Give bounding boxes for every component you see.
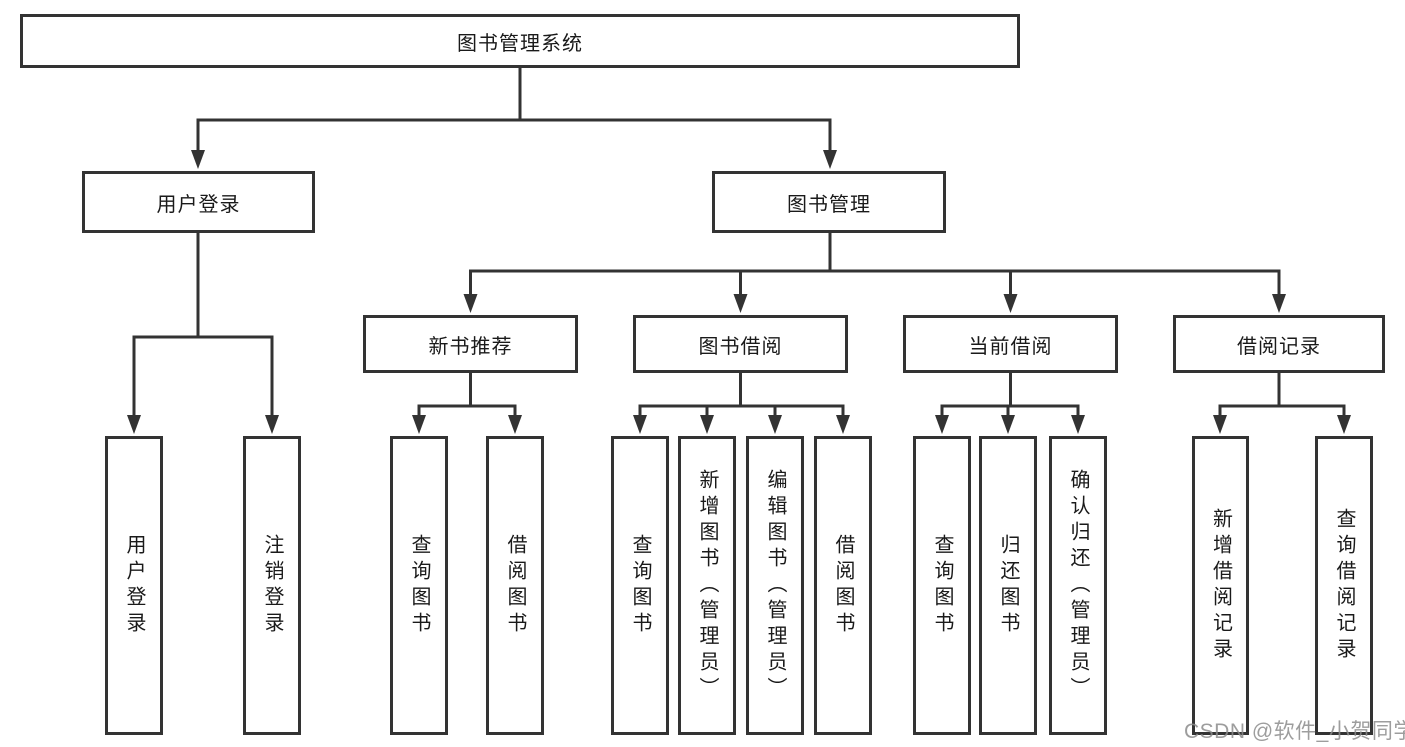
connector-user-login-to-leaves (127, 230, 279, 434)
node-current-borrow: 当前借阅 (903, 315, 1118, 373)
node-leaf-return-book: 归还图书 (979, 436, 1037, 735)
connector-book-borrow-to-leaves (633, 371, 850, 434)
node-new-book-recommend: 新书推荐 (363, 315, 578, 373)
node-leaf-logout: 注销登录 (243, 436, 301, 735)
node-root-book-management-system: 图书管理系统 (20, 14, 1020, 68)
arrowhead-icon (127, 415, 141, 434)
arrowhead-icon (1001, 415, 1015, 434)
connector-borrow-records-to-leaves (1213, 371, 1351, 434)
node-leaf-borrow-books: 借阅图书 (814, 436, 872, 735)
connector-current-borrow-to-leaves (935, 371, 1085, 434)
arrowhead-icon (1272, 294, 1286, 313)
node-leaf-query-borrow-record: 查询借阅记录 (1315, 436, 1373, 735)
node-leaf-user-login: 用户登录 (105, 436, 163, 735)
node-book-management: 图书管理 (712, 171, 946, 233)
node-leaf-edit-book-admin: 编辑图书（管理员） (746, 436, 804, 735)
node-leaf-query-books-current: 查询图书 (913, 436, 971, 735)
node-leaf-confirm-return-admin: 确认归还（管理员） (1049, 436, 1107, 735)
connector-root-to-level2 (191, 66, 837, 169)
node-leaf-add-book-admin: 新增图书（管理员） (678, 436, 736, 735)
node-leaf-borrow-books-recommend: 借阅图书 (486, 436, 544, 735)
arrowhead-icon (836, 415, 850, 434)
arrowhead-icon (823, 150, 837, 169)
arrowhead-icon (463, 294, 478, 313)
connector-new-book-recommend-to-leaves (412, 371, 522, 434)
connector-book-management-to-level3 (463, 230, 1286, 313)
arrowhead-icon (733, 294, 748, 313)
arrowhead-icon (191, 150, 205, 169)
node-book-borrow: 图书借阅 (633, 315, 848, 373)
arrowhead-icon (412, 415, 426, 434)
arrowhead-icon (1071, 415, 1085, 434)
arrowhead-icon (1003, 294, 1018, 313)
arrowhead-icon (633, 415, 647, 434)
node-borrow-records: 借阅记录 (1173, 315, 1385, 373)
arrowhead-icon (265, 415, 279, 434)
arrowhead-icon (508, 415, 522, 434)
arrowhead-icon (1337, 415, 1351, 434)
arrowhead-icon (700, 415, 714, 434)
node-leaf-query-books-borrow: 查询图书 (611, 436, 669, 735)
arrowhead-icon (768, 415, 782, 434)
node-user-login: 用户登录 (82, 171, 315, 233)
arrowhead-icon (1213, 415, 1227, 434)
arrowhead-icon (935, 415, 949, 434)
node-leaf-add-borrow-record: 新增借阅记录 (1192, 436, 1249, 735)
node-leaf-query-books-recommend: 查询图书 (390, 436, 448, 735)
